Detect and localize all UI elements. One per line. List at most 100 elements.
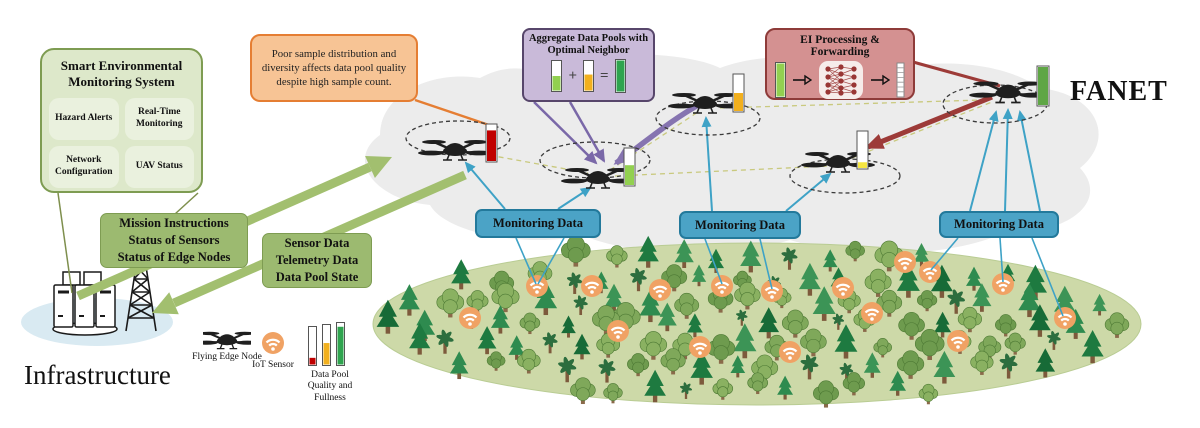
wifi-sensor-icon: [1052, 305, 1078, 331]
uav-1-data-pool-bar: [485, 123, 498, 163]
downlink-line: Mission Instructions: [119, 215, 229, 230]
tree-icon: [898, 311, 925, 340]
tree-icon: [978, 335, 1002, 360]
tree-icon: [706, 334, 736, 364]
low-quality-bar-icon: [308, 326, 317, 366]
ei-input-pool-bar-icon: [774, 62, 786, 98]
downlink-line: Status of Edge Nodes: [117, 250, 231, 265]
tree-icon: [781, 309, 809, 338]
tree-icon: [674, 292, 700, 319]
downlink-line: Status of Sensors: [128, 232, 220, 247]
tree-icon: [812, 286, 836, 321]
module-network-configuration: Network Configuration: [49, 145, 119, 188]
sample-quality-callout: Poor sample distribution and diversity a…: [250, 34, 418, 102]
tree-icon: [691, 264, 707, 287]
module-uav-status: UAV Status: [124, 145, 194, 188]
tree-icon: [758, 307, 780, 339]
wifi-sensor-icon: [945, 328, 971, 354]
tree-icon: [800, 328, 827, 357]
tree-icon: [970, 350, 994, 375]
tree-icon: [733, 323, 757, 359]
tree-icon: [466, 290, 489, 314]
tree-icon: [409, 322, 431, 355]
tree-icon: [781, 247, 798, 270]
tree-icon: [813, 380, 839, 408]
wifi-sensor-icon: [759, 278, 785, 304]
tree-icon: [1104, 312, 1130, 338]
tree-icon: [1081, 329, 1104, 364]
tree-icon: [661, 264, 688, 292]
plus-operator: +: [568, 67, 577, 84]
pool-bar-result-icon: [614, 59, 626, 94]
uplink-data-box: Sensor Data Telemetry Data Data Pool Sta…: [262, 233, 372, 288]
tree-icon: [517, 348, 541, 374]
tree-icon: [490, 305, 510, 334]
tree-icon: [573, 333, 591, 360]
uplink-line: Data Pool State: [275, 270, 359, 285]
tree-icon: [995, 314, 1017, 337]
tree-icon: [934, 311, 952, 338]
aggregate-pools-callout: Aggregate Data Pools with Optimal Neighb…: [522, 28, 655, 102]
tree-icon: [873, 338, 893, 358]
tree-icon: [965, 266, 983, 291]
tree-icon: [798, 262, 821, 296]
tree-icon: [639, 289, 662, 323]
mid-quality-bar-icon: [322, 324, 331, 366]
fanet-cloud-region: [364, 53, 1099, 254]
tree-icon: [680, 382, 692, 399]
tree-icon: [864, 268, 892, 297]
high-quality-bar-icon: [336, 322, 345, 366]
monitoring-data-box-1: Monitoring Data: [475, 209, 601, 238]
tree-icon: [933, 350, 956, 384]
tree-icon: [376, 299, 400, 334]
uav-2-data-pool-bar: [623, 147, 636, 187]
tree-icon: [610, 302, 641, 334]
tree-icon: [1035, 348, 1056, 378]
monitoring-data-box-2: Monitoring Data: [679, 211, 801, 239]
tree-icon: [914, 329, 945, 360]
tree-icon: [845, 240, 865, 262]
tree-icon: [639, 331, 668, 360]
tree-icon: [730, 355, 746, 378]
tree-icon: [777, 375, 794, 400]
tree-icon: [644, 369, 666, 403]
monitoring-data-label: Monitoring Data: [695, 217, 785, 232]
module-hazard-alerts: Hazard Alerts: [49, 97, 119, 140]
wifi-sensor-icon: [647, 277, 673, 303]
tree-icon: [657, 302, 677, 332]
uplink-line: Telemetry Data: [275, 252, 359, 267]
tree-icon: [570, 377, 596, 405]
sensor-links: [515, 237, 1064, 317]
tree-icon: [451, 259, 472, 290]
tree-icon: [627, 353, 650, 377]
monitoring-data-label: Monitoring Data: [493, 216, 583, 230]
tree-icon: [558, 356, 577, 383]
uav-4-data-pool-bar: [856, 130, 869, 170]
tree-icon: [542, 332, 558, 354]
tree-icon: [972, 283, 992, 312]
tree-icon: [839, 362, 854, 382]
tree-icon: [734, 281, 761, 310]
sample-note-pointer: [414, 98, 490, 127]
tree-icon: [637, 235, 659, 268]
uav-5-data-pool-bar: [1036, 65, 1050, 107]
tree-icon: [660, 348, 686, 375]
tree-icon: [822, 249, 838, 272]
monitoring-data-label: Monitoring Data: [954, 217, 1044, 231]
smart-monitoring-system-panel: Smart Environmental Monitoring System Ha…: [40, 48, 203, 193]
module-real-time-monitoring: Real-Time Monitoring: [124, 97, 194, 140]
server-stack-icon: [52, 271, 118, 336]
tree-icon: [863, 352, 881, 378]
tree-icon: [1047, 330, 1061, 350]
tree-icon: [876, 289, 903, 317]
tree-icon: [832, 313, 845, 330]
neural-network-icon: [818, 61, 863, 99]
tree-icon: [800, 354, 819, 380]
legend-label-data-pool: Data Pool Quality and Fullness: [307, 370, 353, 403]
right-arrow-icon: [792, 74, 812, 86]
legend-label-flying-edge-node: Flying Edge Node: [192, 352, 262, 362]
wifi-sensor-icon: [892, 249, 918, 275]
tree-icon: [712, 378, 734, 400]
wifi-sensor-icon: [777, 339, 803, 365]
tree-icon: [436, 329, 454, 354]
